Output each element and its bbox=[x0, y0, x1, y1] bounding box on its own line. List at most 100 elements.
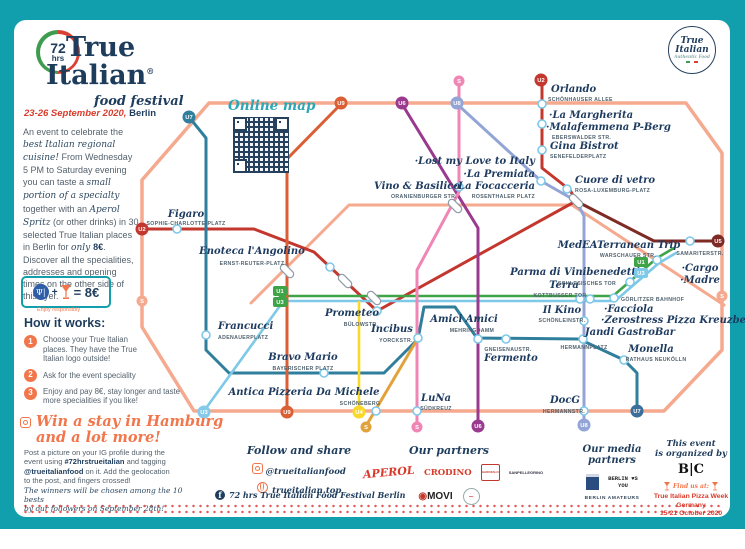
line-u2 bbox=[140, 79, 578, 313]
qr-finder-tr bbox=[275, 117, 289, 131]
venue-label: Monella bbox=[627, 344, 673, 355]
logo-italian: Italian® bbox=[46, 60, 155, 91]
how-it-works-steps: 1 Choose your True Italian places. They … bbox=[24, 335, 182, 411]
crodino-logo: CRODINO bbox=[423, 467, 472, 478]
station-dot bbox=[585, 294, 595, 304]
venue-label: ·Cargo bbox=[682, 263, 719, 274]
partners-row2: ◉MOVI ~ bbox=[384, 488, 514, 505]
station-name: SCHLESISCHES TOR bbox=[558, 281, 616, 287]
organizer-title-line2: is organized by bbox=[654, 448, 727, 459]
line-badge bbox=[273, 297, 287, 307]
station-dot bbox=[619, 355, 629, 365]
line-badge bbox=[711, 234, 725, 248]
venue-label: Terra bbox=[549, 280, 579, 291]
station-name: ADENAUERPLATZ bbox=[218, 335, 269, 341]
line-badge-label: S bbox=[720, 294, 724, 300]
line-badge-label: U9 bbox=[337, 101, 345, 107]
station-dot bbox=[579, 316, 589, 326]
interchange-capsule bbox=[447, 198, 463, 214]
station-dot bbox=[536, 176, 546, 186]
line-badge bbox=[280, 405, 294, 419]
garofalo-text: GAROFALO bbox=[481, 469, 499, 474]
line-badge-label: U8 bbox=[580, 423, 588, 429]
line-badge bbox=[450, 96, 464, 110]
facebook-page: 72 hrs True Italian Food Festival Berlin bbox=[229, 490, 406, 500]
berlin-loves-you-logo: BERLIN ♥S YOU bbox=[608, 475, 638, 489]
station-dot bbox=[501, 334, 511, 344]
station-dot bbox=[201, 330, 211, 340]
station-name: SOPHIE-CHARLOTTE-PLATZ bbox=[146, 221, 226, 227]
text-segment: small portion of a specialty bbox=[23, 178, 120, 202]
station-name: GÖRLITZER BAHNHOF bbox=[621, 296, 684, 303]
price-equals: = 8€ bbox=[73, 284, 100, 300]
interchange-capsule bbox=[279, 263, 295, 279]
line-ringbahn bbox=[140, 101, 724, 413]
station-name: HERMANNPLATZ bbox=[560, 345, 608, 351]
venue-label: ·Facciola bbox=[604, 304, 653, 315]
station-dot bbox=[473, 334, 483, 344]
line-badge-label: U6 bbox=[474, 424, 482, 430]
online-map-label: Online map bbox=[228, 98, 316, 114]
station-dot bbox=[325, 262, 335, 272]
text-segment: best Italian regional cuisine! bbox=[23, 140, 116, 164]
plus-sign: + bbox=[51, 286, 58, 298]
station-dot bbox=[537, 99, 547, 109]
line-u3-southwest bbox=[202, 301, 284, 413]
station-dot bbox=[372, 306, 382, 316]
spritz-glass-icon bbox=[60, 284, 71, 299]
dotted-border bbox=[22, 503, 723, 515]
line-badge bbox=[630, 404, 644, 418]
station-dot bbox=[371, 406, 381, 416]
station-name: GNEISENAUSTR. bbox=[484, 347, 531, 353]
line-badge bbox=[352, 405, 366, 419]
website-url: trueitalian.top bbox=[272, 486, 342, 496]
win-title: Win a stay in Hamburg and a lot more! bbox=[36, 414, 223, 445]
facebook-row[interactable]: f 72 hrs True Italian Food Festival Berl… bbox=[215, 490, 405, 500]
instagram-handle: @trueitalianfood bbox=[265, 467, 346, 477]
pizza-week-dates: 15-21 October 2020 bbox=[659, 510, 723, 517]
station-name: YORCKSTR. bbox=[379, 338, 413, 344]
seal-line3: Authentic Food bbox=[674, 53, 710, 59]
pizza-week-event: True Italian Pizza Week Germany bbox=[653, 493, 729, 509]
line-badge-label: U6 bbox=[398, 101, 406, 107]
station-name: ERNST-REUTER-PLATZ bbox=[220, 261, 285, 267]
step-1-text: Choose your True Italian places. They ha… bbox=[43, 335, 137, 364]
website-row[interactable]: trueitalian.top bbox=[239, 480, 359, 498]
media-title: Our media partners bbox=[582, 444, 642, 466]
line-badge bbox=[453, 75, 465, 87]
line-badge bbox=[273, 286, 287, 296]
text-segment: together with an bbox=[23, 203, 90, 214]
station-name: BÜLOWSTR. bbox=[344, 321, 379, 328]
line-stadtbahn bbox=[249, 203, 726, 307]
venue-label: DocG bbox=[549, 395, 580, 406]
qr-finder-tl bbox=[233, 117, 247, 131]
qr-code[interactable] bbox=[233, 117, 289, 173]
line-badge bbox=[411, 421, 423, 433]
text-segment: only bbox=[71, 242, 94, 253]
step-3-number: 3 bbox=[24, 386, 37, 400]
station-name: SCHÖNEBERG bbox=[340, 400, 381, 407]
cutlery-icon: Ψ| bbox=[32, 284, 49, 300]
spritz-icon-left bbox=[664, 482, 671, 491]
venue-label: Vino & Basilico bbox=[374, 181, 460, 192]
follow-section: Follow and share @trueitalianfood trueit… bbox=[239, 444, 359, 498]
station-name: BAYERISCHER PLATZ bbox=[273, 366, 334, 372]
line-badge bbox=[634, 268, 648, 278]
instagram-handle-row[interactable]: @trueitalianfood bbox=[239, 463, 359, 477]
line-u5 bbox=[574, 199, 716, 243]
station-name: ROSA-LUXEMBURG-PLATZ bbox=[575, 188, 651, 194]
logo-true: True bbox=[66, 32, 136, 63]
line-badge bbox=[577, 418, 591, 432]
station-name: SCHÖNHAUSER ALLEE bbox=[548, 96, 613, 103]
berlin-amateurs-logo: BERLIN AMATEURS bbox=[584, 496, 640, 501]
venue-label: Jandi GastroBar bbox=[583, 327, 676, 338]
line-u6 bbox=[400, 102, 480, 428]
spritz-icon-right bbox=[711, 482, 718, 491]
line-badge-label: S bbox=[364, 425, 368, 431]
station-name: SENEFELDERPLATZ bbox=[550, 154, 607, 160]
logo-72hrs-badge: 72 hrs bbox=[36, 30, 80, 74]
movi-logo: ◉MOVI bbox=[418, 491, 453, 502]
station-name: SCHÖNLEINSTR. bbox=[539, 317, 586, 324]
text-segment: (or other drinks) in 30 selected True It… bbox=[23, 216, 139, 252]
